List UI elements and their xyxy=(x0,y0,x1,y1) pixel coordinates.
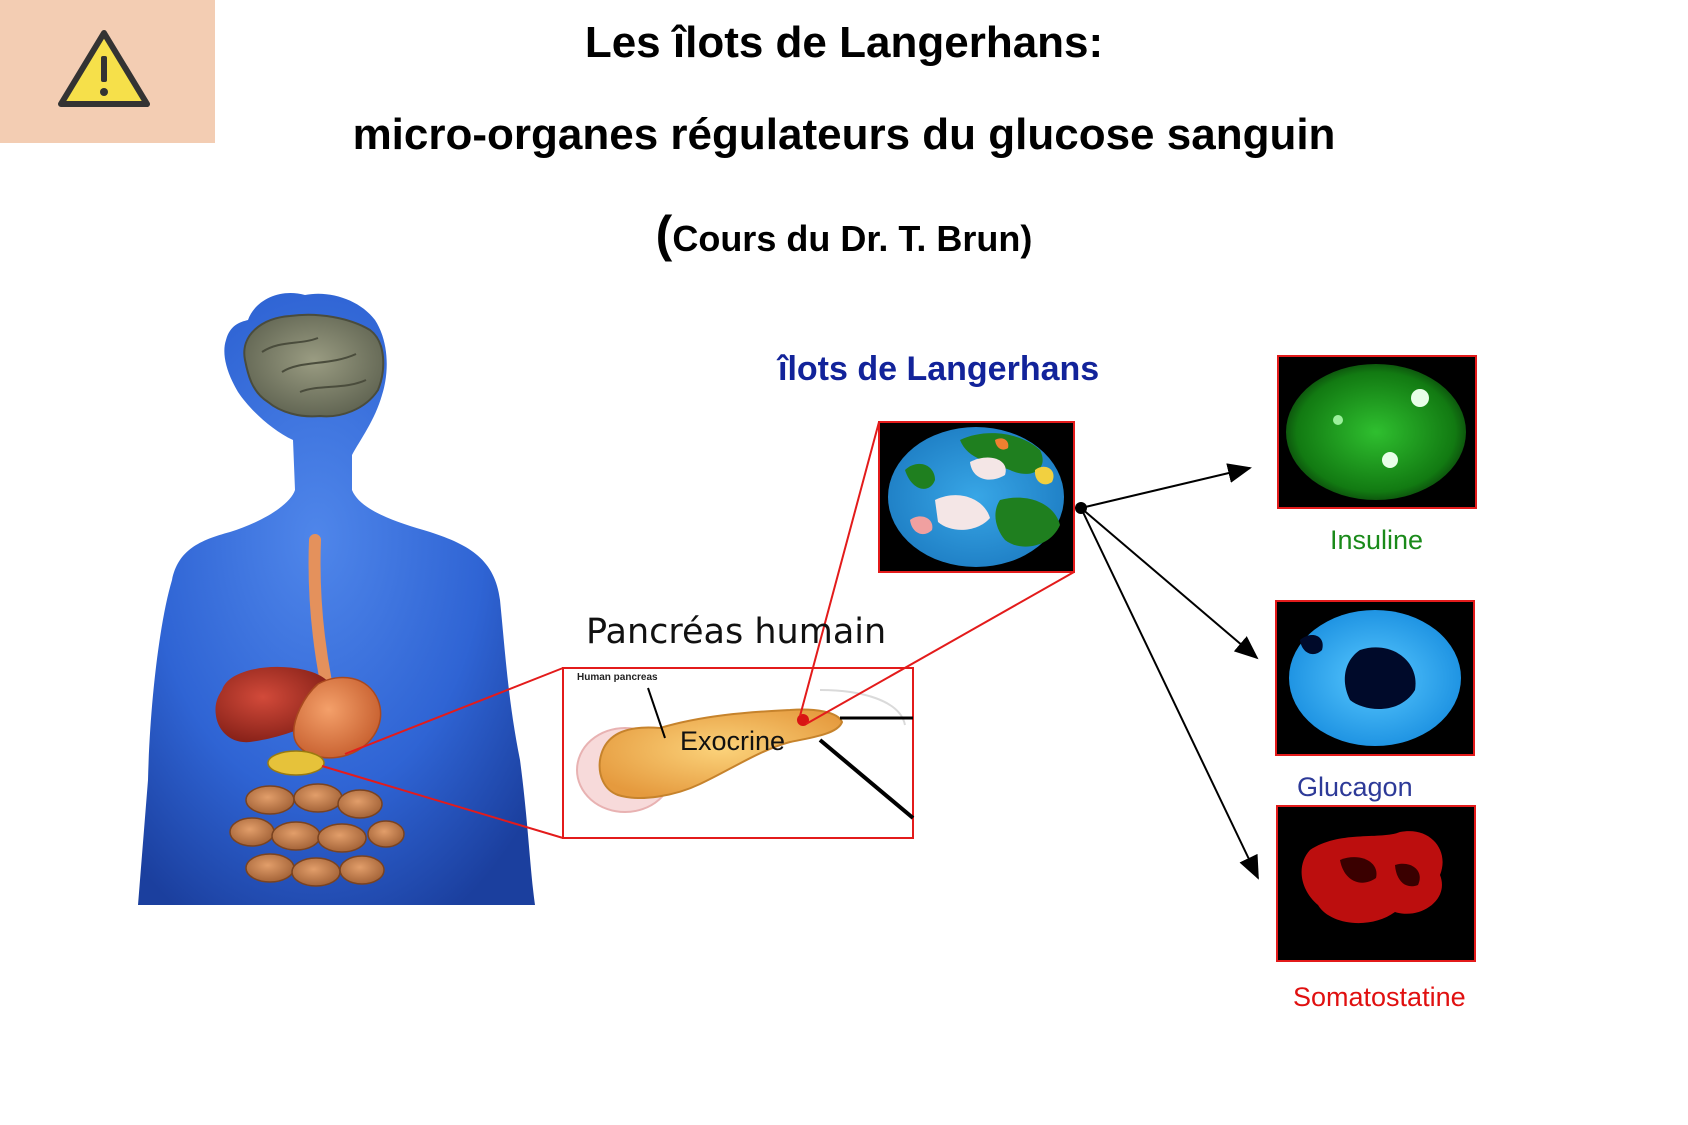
pancreas-in-body xyxy=(267,750,325,776)
pancreas-label: Pancréas humain xyxy=(586,612,887,652)
title-line-2: micro-organes régulateurs du glucose san… xyxy=(352,110,1336,159)
somatostatin-image xyxy=(1276,805,1476,962)
brain xyxy=(243,313,385,418)
warning-triangle-icon xyxy=(58,30,150,107)
islet-location-dot xyxy=(797,714,809,726)
title-line-3: (Cours du Dr. T. Brun) xyxy=(0,205,1688,263)
insulin-image xyxy=(1277,355,1477,509)
liver xyxy=(215,666,334,743)
somatostatin-label: Somatostatine xyxy=(1293,982,1466,1012)
insulin-label: Insuline xyxy=(1330,525,1424,555)
intestines xyxy=(229,783,405,887)
esophagus xyxy=(308,534,332,688)
islet-image xyxy=(878,421,1075,573)
glucagon-image xyxy=(1275,600,1475,756)
body-silhouette xyxy=(138,292,535,905)
glucagon-label: Glucagon xyxy=(1297,772,1413,802)
arrow-hub xyxy=(1075,502,1087,514)
warning-badge xyxy=(0,0,215,143)
title-line-1: Les îlots de Langerhans: xyxy=(584,18,1104,67)
human-pancreas-caption: Human pancreas xyxy=(577,672,658,683)
human-body-illustration xyxy=(138,292,535,905)
title-open-paren: ( xyxy=(655,206,673,262)
islets-label: îlots de Langerhans xyxy=(778,350,1100,388)
title-course-credit: Cours du Dr. T. Brun) xyxy=(672,218,1033,259)
stomach xyxy=(293,676,382,759)
exocrine-label: Exocrine xyxy=(680,726,786,756)
